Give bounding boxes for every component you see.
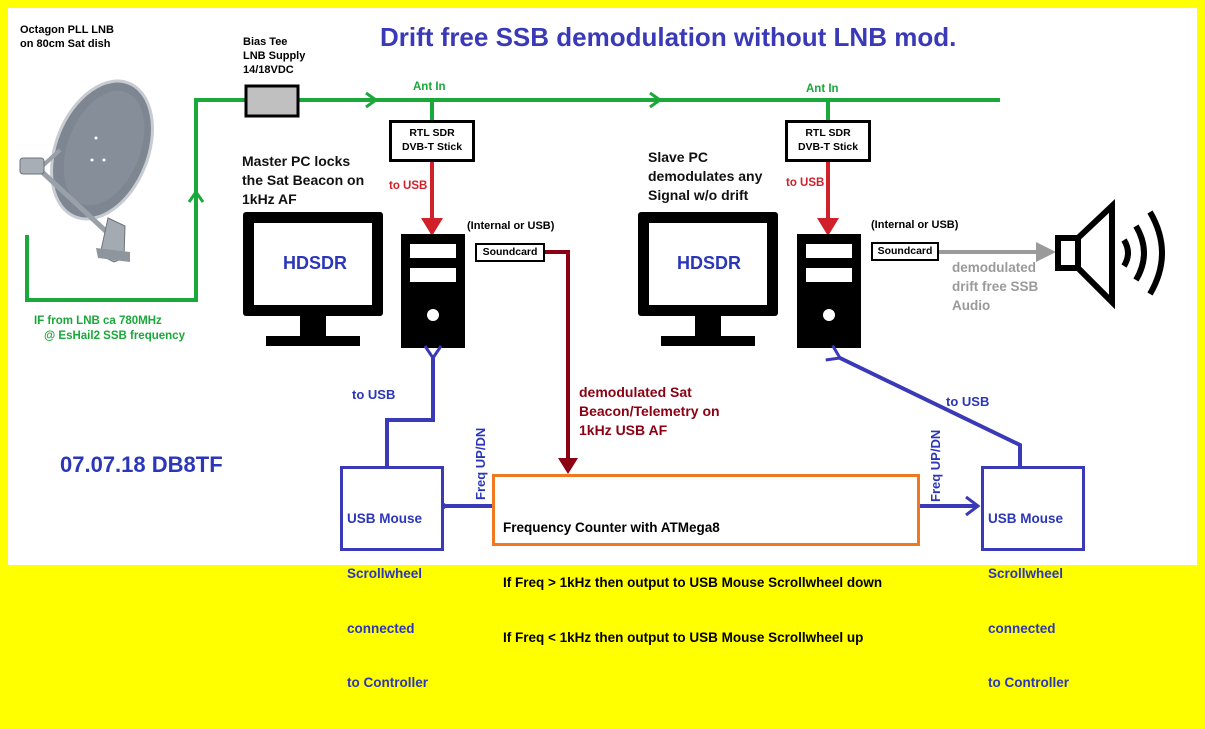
bias-tee-line1: Bias Tee	[243, 36, 288, 48]
af-beacon-line	[542, 250, 578, 474]
counter-line3: If Freq < 1kHz then output to USB Mouse …	[503, 629, 864, 645]
usb-mouse-box-right: USB Mouse Scrollwheel connected to Contr…	[981, 466, 1085, 690]
mouse-right-line4: to Controller	[988, 675, 1069, 691]
date-callsign: 07.07.18 DB8TF	[60, 452, 223, 477]
mouse-right-line3: connected	[988, 620, 1056, 636]
master-pc-line3: 1kHz AF	[242, 191, 297, 207]
rtl-sdr-right: RTL SDR DVB-T Stick	[785, 120, 871, 162]
mouse-right-line2: Scrollwheel	[988, 566, 1064, 582]
bias-tee-box	[244, 84, 300, 118]
dish-label-line1: Octagon PLL LNB	[20, 24, 114, 36]
diagram-graphics	[19, 79, 1165, 517]
counter-line2: If Freq > 1kHz then output to USB Mouse …	[503, 575, 883, 591]
soundcard-left: Soundcard	[475, 243, 545, 262]
sdr-left-line2: DVB-T Stick	[401, 141, 463, 154]
sdr-right-line2: DVB-T Stick	[797, 141, 859, 154]
control-arrow-right	[965, 495, 981, 517]
mouse-left-line3: connected	[347, 620, 415, 636]
loudspeaker-icon	[1055, 199, 1165, 310]
ant-in-left: Ant In	[413, 81, 446, 93]
sdr-right-line1: RTL SDR	[805, 127, 851, 139]
page-title: Drift free SSB demodulation without LNB …	[380, 22, 957, 52]
bias-tee-line3: 14/18VDC	[243, 64, 294, 76]
ant-in-right: Ant In	[806, 83, 839, 95]
mouse-left-line1: USB Mouse	[347, 511, 423, 527]
internal-usb-right: (Internal or USB)	[871, 219, 959, 231]
bias-tee-line2: LNB Supply	[243, 50, 306, 62]
freq-updn-right: Freq UP/DN	[928, 429, 943, 502]
diagram-canvas: Drift free SSB demodulation without LNB …	[8, 8, 1197, 690]
mouse-left-line4: to Controller	[347, 675, 428, 691]
to-usb-red-left: to USB	[389, 180, 428, 192]
pc-tower-icon	[401, 234, 465, 348]
master-pc-line2: the Sat Beacon on	[242, 172, 365, 188]
freq-updn-left: Freq UP/DN	[473, 427, 488, 500]
to-usb-blue-right: to USB	[946, 394, 990, 409]
slave-pc-line1: Slave PC	[648, 149, 708, 165]
internal-usb-left: (Internal or USB)	[467, 220, 555, 232]
to-usb-red-right: to USB	[786, 177, 825, 189]
rf-signal-path	[25, 100, 1000, 302]
sdr-left-line1: RTL SDR	[409, 127, 455, 139]
monitor-right-label: HDSDR	[677, 253, 742, 273]
to-usb-blue-left: to USB	[352, 387, 396, 402]
counter-line1: Frequency Counter with ATMega8	[503, 520, 720, 536]
control-lines	[385, 358, 1022, 506]
audio-label-line3: Audio	[952, 298, 991, 313]
sdr-usb-arrows	[421, 160, 839, 236]
mouse-right-line1: USB Mouse	[988, 511, 1064, 527]
frequency-counter-box: Frequency Counter with ATMega8 If Freq >…	[492, 474, 920, 645]
audio-label-line2: drift free SSB	[952, 279, 1039, 294]
monitor-left-label: HDSDR	[283, 253, 348, 273]
beacon-label-line3: 1kHz USB AF	[579, 422, 668, 438]
dish-label-line2: on 80cm Sat dish	[20, 38, 111, 50]
audio-arrow	[937, 242, 1056, 262]
if-label-line2: @ EsHail2 SSB frequency	[44, 330, 185, 342]
slave-pc-line2: demodulates any	[648, 168, 763, 184]
monitor-icon	[243, 212, 383, 346]
slave-pc-line3: Signal w/o drift	[648, 187, 749, 203]
beacon-label-line1: demodulated Sat	[579, 384, 692, 400]
rtl-sdr-left: RTL SDR DVB-T Stick	[389, 120, 475, 162]
mouse-left-line2: Scrollwheel	[347, 566, 423, 582]
audio-label-line1: demodulated	[952, 260, 1037, 275]
monitor-icon	[638, 212, 778, 346]
beacon-label-line2: Beacon/Telemetry on	[579, 403, 720, 419]
master-pc-line1: Master PC locks	[242, 153, 351, 169]
soundcard-right: Soundcard	[871, 242, 939, 261]
satellite-dish-icon	[19, 79, 154, 263]
usb-mouse-box-left: USB Mouse Scrollwheel connected to Contr…	[340, 466, 444, 690]
if-label-line1: IF from LNB ca 780MHz	[34, 315, 162, 327]
pc-tower-icon	[797, 234, 861, 348]
